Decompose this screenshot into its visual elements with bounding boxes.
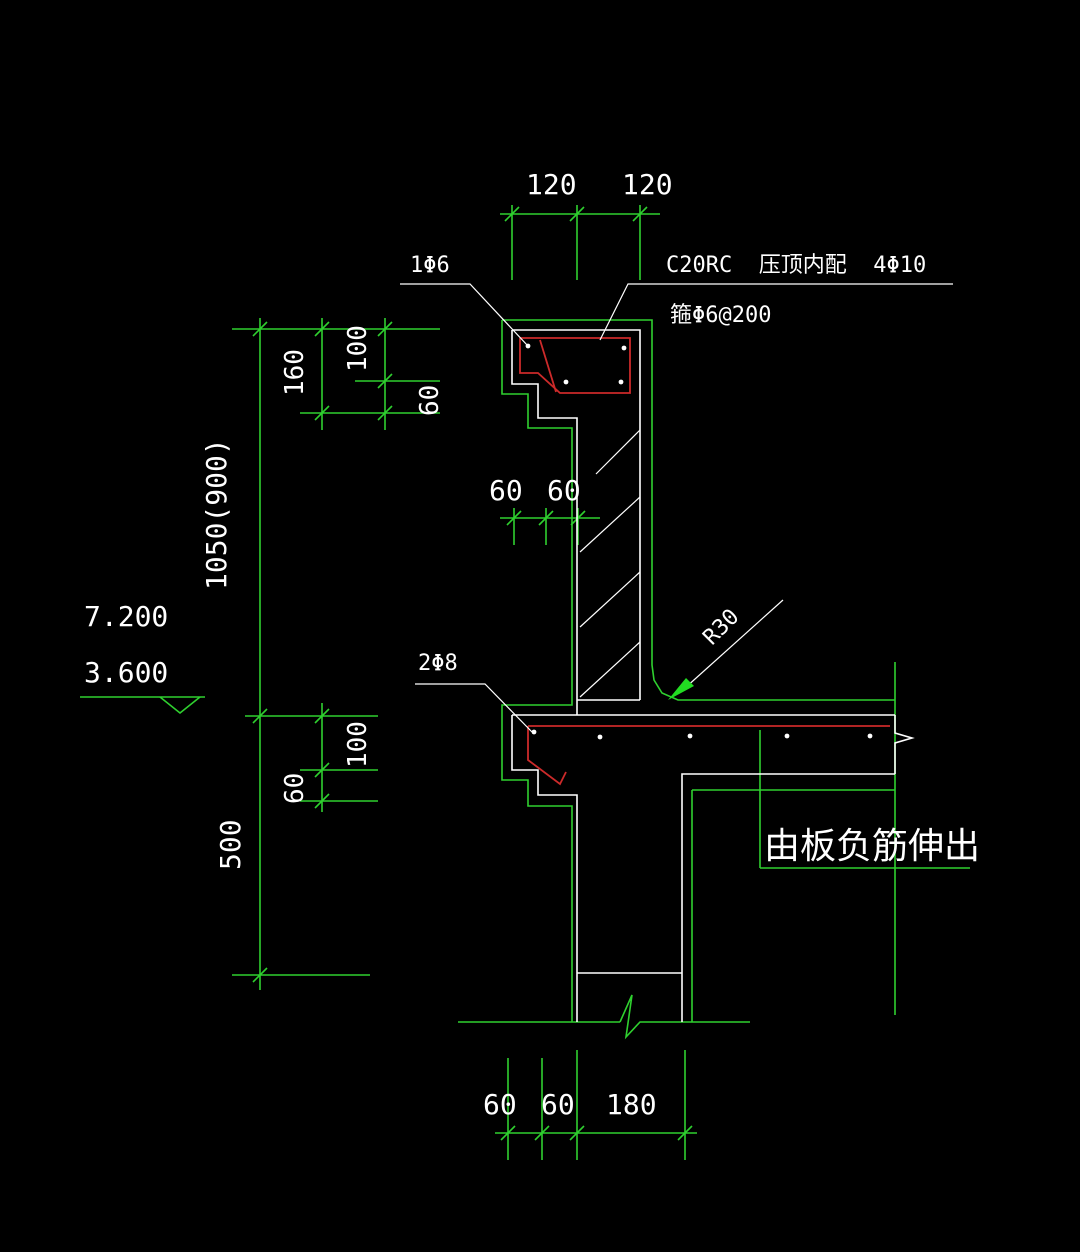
dim-500: 500	[214, 819, 247, 870]
dim-bottom-60-right: 60	[541, 1088, 575, 1121]
wall-hatching	[579, 429, 641, 698]
dim-60-lower: 60	[280, 773, 310, 804]
dim-total-height: 1050(900)	[200, 438, 233, 590]
callout-beam-rebar: 2Φ8	[418, 651, 458, 676]
callout-coping-spec: C20RC 压顶内配 4Φ10	[666, 253, 926, 278]
callout-slab-note: 由板负筋伸出	[764, 826, 980, 867]
dim-100-upper: 100	[343, 325, 373, 372]
concrete-outline	[511, 329, 915, 1022]
dim-bottom-180: 180	[606, 1088, 657, 1121]
callout-radius: R30	[699, 604, 745, 650]
leader-lines	[400, 283, 953, 733]
dim-wall-60-left: 60	[489, 474, 523, 507]
dim-wall-60-right: 60	[547, 474, 581, 507]
dim-60-upper: 60	[415, 385, 445, 416]
dimension-lines	[80, 205, 970, 1160]
callout-stirrup: 箍Φ6@200	[670, 303, 771, 328]
dim-160: 160	[280, 349, 310, 396]
dim-top-right: 120	[622, 168, 673, 201]
dim-bottom-60-left: 60	[483, 1088, 517, 1121]
elevation-upper: 7.200	[84, 600, 168, 633]
radius-arrowhead	[668, 678, 694, 700]
dim-100-lower: 100	[343, 721, 373, 768]
dim-top-left: 120	[526, 168, 577, 201]
elevation-lower: 3.600	[84, 656, 168, 689]
callout-coping-rebar: 1Φ6	[410, 253, 450, 278]
rebar	[519, 337, 890, 786]
